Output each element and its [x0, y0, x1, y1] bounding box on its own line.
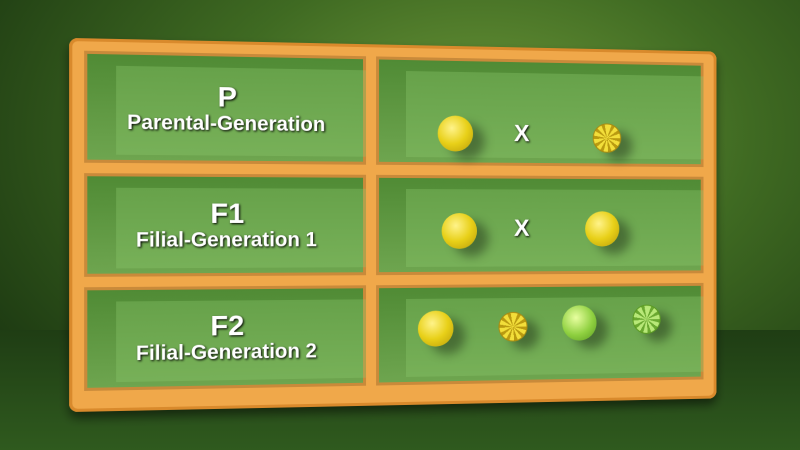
pea-yellow-round: [438, 115, 473, 151]
generation-name: Filial-Generation 1: [136, 229, 317, 253]
generation-symbol: F1: [210, 198, 244, 229]
pea-cell-f1: X: [376, 175, 703, 275]
pea-yellow-round: [442, 213, 477, 249]
generation-symbol: P: [218, 81, 237, 112]
generation-name: Parental-Generation: [127, 111, 325, 137]
cross-symbol: X: [514, 215, 529, 243]
label-cell-f2: F2Filial-Generation 2: [84, 285, 366, 391]
pea-yellow-round: [585, 211, 619, 246]
generation-symbol: F2: [210, 310, 244, 341]
pea-cell-p: X: [376, 56, 703, 167]
pea-cell-f2: [376, 283, 703, 386]
generation-name: Filial-Generation 2: [136, 340, 317, 366]
label-cell-f1: F1Filial-Generation 1: [84, 173, 366, 277]
pea-yellow-wrinkled: [593, 123, 621, 153]
generation-shelf: PParental-Generation X F1Filial-Generati…: [69, 38, 716, 412]
cross-symbol: X: [514, 120, 529, 148]
label-cell-p: PParental-Generation: [84, 51, 366, 165]
